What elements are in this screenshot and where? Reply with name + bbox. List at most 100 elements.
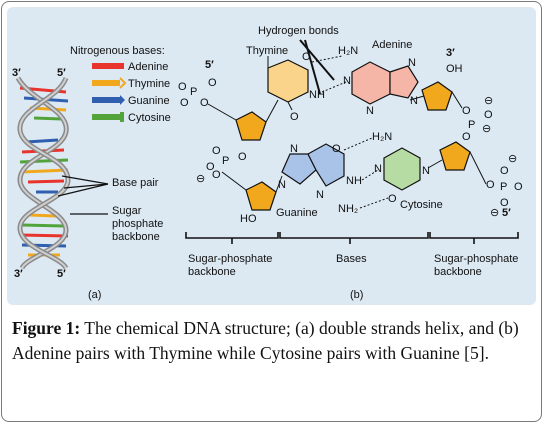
sugar-top-right bbox=[421, 81, 453, 111]
legend-item-adenine: Adenine bbox=[92, 61, 168, 73]
svg-text:P: P bbox=[222, 155, 229, 167]
adenine-swatch bbox=[92, 63, 124, 69]
guanine-nh: NH bbox=[346, 175, 362, 187]
helix-annotations bbox=[57, 175, 109, 215]
svg-text:O: O bbox=[212, 145, 221, 157]
svg-text:O: O bbox=[200, 97, 209, 109]
oh-top-right: OH bbox=[446, 63, 463, 75]
adenine-ring-5 bbox=[389, 65, 419, 99]
helix-end-bottom-right: 5′ bbox=[57, 268, 66, 280]
double-helix bbox=[15, 76, 71, 270]
label-base-pair: Base pair bbox=[112, 177, 159, 189]
svg-text:O: O bbox=[514, 181, 523, 193]
guanine-nh2: NH₂ bbox=[338, 203, 358, 215]
thymine-ring bbox=[267, 59, 309, 103]
svg-text:O: O bbox=[500, 197, 509, 209]
label-backbone-line3: backbone bbox=[112, 231, 160, 243]
label-cytosine: Cytosine bbox=[400, 199, 443, 211]
brace-left-line2: backbone bbox=[188, 266, 236, 278]
svg-text:O: O bbox=[486, 179, 495, 191]
sugar-top-left bbox=[235, 111, 267, 141]
svg-text:O: O bbox=[208, 77, 217, 89]
caption-label: Figure 1: bbox=[12, 318, 81, 338]
svg-text:O: O bbox=[212, 169, 221, 181]
guanine-n3: N bbox=[316, 189, 324, 201]
svg-text:O: O bbox=[462, 105, 471, 117]
legend-item-guanine: Guanine bbox=[92, 95, 170, 107]
label-adenine: Adenine bbox=[372, 39, 412, 51]
legend-label-guanine: Guanine bbox=[128, 95, 170, 107]
sugar-bottom-right bbox=[439, 141, 471, 171]
end-3-top: 3′ bbox=[446, 47, 455, 59]
end-5-top: 5′ bbox=[205, 59, 214, 71]
adenine-ring-6 bbox=[351, 61, 391, 105]
phosphate-top-left: P O O O O bbox=[178, 77, 237, 121]
base-legend: Nitrogenous bases: Adenine Thymine Guani… bbox=[70, 45, 171, 124]
brace-left-line1: Sugar-phosphate bbox=[188, 253, 272, 265]
guanine-swatch bbox=[92, 97, 120, 103]
legend-title: Nitrogenous bases: bbox=[70, 45, 165, 57]
cytosine-n1: N bbox=[422, 165, 430, 177]
end-5-bottom: 5′ bbox=[502, 207, 511, 219]
caption-text: The chemical DNA structure; (a) double s… bbox=[12, 318, 519, 363]
thymine-o-top: O bbox=[302, 51, 311, 63]
thymine-o-bottom: O bbox=[290, 111, 299, 123]
phosphate-bottom-left: P O O O O ⊖ bbox=[196, 145, 247, 191]
thymine-swatch bbox=[92, 80, 120, 86]
label-hydrogen-bonds: Hydrogen bonds bbox=[258, 25, 339, 37]
cytosine-swatch bbox=[92, 114, 120, 120]
legend-item-cytosine: Cytosine bbox=[92, 112, 171, 124]
svg-text:O: O bbox=[484, 109, 493, 121]
label-thymine: Thymine bbox=[246, 45, 288, 57]
svg-text:P: P bbox=[190, 86, 197, 98]
guanine-n9: N bbox=[278, 179, 286, 191]
svg-text:O: O bbox=[238, 151, 247, 163]
svg-text:⊖: ⊖ bbox=[482, 123, 491, 135]
adenine-n3: N bbox=[366, 105, 374, 117]
legend-label-adenine: Adenine bbox=[128, 61, 168, 73]
legend-label-cytosine: Cytosine bbox=[128, 112, 171, 124]
brace-right-line1: Sugar-phosphate bbox=[434, 253, 518, 265]
panel-b-sublabel: (b) bbox=[350, 289, 363, 301]
guanine-ring-6 bbox=[307, 143, 345, 187]
legend-label-thymine: Thymine bbox=[128, 78, 170, 90]
panel-a-sublabel: (a) bbox=[88, 289, 101, 301]
svg-text:O: O bbox=[206, 161, 215, 173]
backbone-strand-1-shade bbox=[17, 77, 68, 269]
cytosine-ring bbox=[383, 147, 421, 191]
sugar-bottom-left bbox=[245, 181, 277, 211]
ho-bottom-left: HO bbox=[240, 213, 257, 225]
dna-figure: 3′ 5′ 3′ 5′ Nitrogenous bases: Adenine T… bbox=[12, 25, 523, 301]
svg-text:O: O bbox=[500, 165, 509, 177]
brace-right-line2: backbone bbox=[434, 266, 482, 278]
guanine-o: O bbox=[332, 143, 341, 155]
svg-text:O: O bbox=[462, 131, 471, 143]
helix-end-top-left: 3′ bbox=[12, 67, 21, 79]
label-backbone-line2: phosphate bbox=[112, 218, 163, 230]
helix-end-top-right: 5′ bbox=[57, 67, 66, 79]
label-backbone-line1: Sugar bbox=[112, 205, 142, 217]
helix-end-bottom-left: 3′ bbox=[14, 268, 23, 280]
adenine-n9: N bbox=[410, 95, 418, 107]
adenine-h2n: H₂N bbox=[338, 45, 358, 57]
backbone-braces bbox=[185, 232, 519, 244]
figure-caption: Figure 1: The chemical DNA structure; (a… bbox=[12, 316, 532, 366]
svg-text:O: O bbox=[178, 81, 187, 93]
cytosine-n3: N bbox=[374, 163, 382, 175]
label-guanine: Guanine bbox=[276, 207, 318, 219]
chemical-structure: Hydrogen bonds Thymine Adenine O NH O H₂… bbox=[178, 25, 523, 301]
gc-hydrogen-bonds bbox=[343, 137, 389, 209]
svg-text:P: P bbox=[468, 119, 475, 131]
backbone-strand-2-shade bbox=[18, 77, 70, 269]
phosphate-bottom-right: P O O O O ⊖ ⊖ bbox=[469, 151, 523, 219]
thymine-nh: NH bbox=[309, 89, 325, 101]
guanine-n7: N bbox=[290, 143, 298, 155]
svg-text:⊖: ⊖ bbox=[196, 173, 205, 185]
svg-text:O: O bbox=[180, 97, 189, 109]
legend-item-thymine: Thymine bbox=[92, 77, 170, 90]
svg-text:⊖: ⊖ bbox=[490, 207, 499, 219]
svg-text:P: P bbox=[500, 181, 507, 193]
cytosine-o: O bbox=[388, 193, 397, 205]
svg-text:⊖: ⊖ bbox=[484, 95, 493, 107]
cytosine-h2n: H₂N bbox=[372, 131, 392, 143]
